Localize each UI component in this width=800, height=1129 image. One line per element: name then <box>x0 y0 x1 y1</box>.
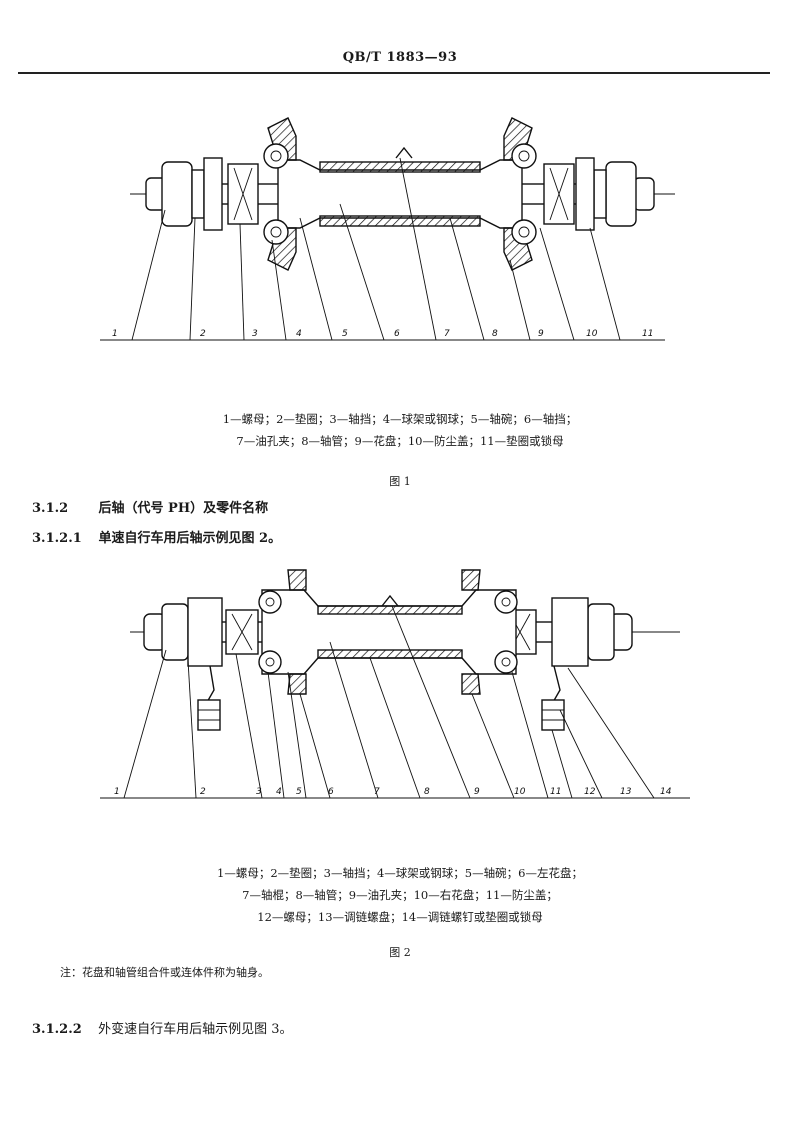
callout-10: 10 <box>586 329 598 339</box>
legend-line: 7—油孔夹；8—轴管；9—花盘；10—防尘盖；11—垫圈或锁母 <box>236 434 564 448</box>
callout-10: 10 <box>514 787 526 797</box>
figure-1-drawing: 1 2 3 4 5 6 7 8 9 10 11 <box>0 100 800 360</box>
callout-11: 11 <box>550 787 561 797</box>
hub-tube-bottom <box>317 649 463 659</box>
legend-line: 7—轴棍；8—轴管；9—油孔夹；10—右花盘；11—防尘盖； <box>242 888 558 902</box>
oil-hole-clip <box>381 594 399 607</box>
right-nut <box>605 161 637 227</box>
callout-7: 7 <box>444 329 450 339</box>
callout-13: 13 <box>620 787 632 797</box>
callout-9: 9 <box>474 787 480 797</box>
figure-2-legend: 1—螺母；2—垫圈；3—轴挡；4—球架或钢球；5—轴碗；6—左花盘； 7—轴棍；… <box>0 862 800 928</box>
right-flange-bottom <box>461 673 481 695</box>
figure-1-legend: 1—螺母；2—垫圈；3—轴挡；4—球架或钢球；5—轴碗；6—轴挡； 7—油孔夹；… <box>0 408 800 452</box>
left-chain-adjuster-screw <box>197 699 221 731</box>
section-title: 后轴（代号 PH）及零件名称 <box>98 501 269 516</box>
section-title: 外变速自行车用后轴示例见图 3。 <box>98 1022 293 1037</box>
oil-hole-clip <box>395 146 413 159</box>
section-number: 3.1.2.2 <box>32 1022 82 1037</box>
callout-3: 3 <box>252 329 258 339</box>
figure-2-note: 注：花盘和轴管组合件或连体件称为轴身。 <box>60 966 269 979</box>
section-number: 3.1.2.1 <box>32 531 82 546</box>
callout-8: 8 <box>492 329 498 339</box>
section-number: 3.1.2 <box>32 501 69 516</box>
figure-2-callouts: 1 2 3 4 5 6 7 8 9 10 11 12 13 14 <box>114 787 672 797</box>
section-title: 单速自行车用后轴示例见图 2。 <box>98 531 282 546</box>
section-3-1-2-1-heading: 3.1.2.1 单速自行车用后轴示例见图 2。 <box>32 527 281 546</box>
left-washer <box>191 169 205 219</box>
callout-5: 5 <box>296 787 302 797</box>
callout-9: 9 <box>538 329 544 339</box>
right-nut <box>587 603 615 661</box>
callout-11: 11 <box>642 329 653 339</box>
hub-tube-bottom <box>319 215 481 227</box>
figure-1-callouts: 1 2 3 4 5 6 7 8 9 10 11 <box>112 329 653 339</box>
legend-line: 1—螺母；2—垫圈；3—轴挡；4—球架或钢球；5—轴碗；6—左花盘； <box>217 866 583 880</box>
left-flange-top <box>287 569 307 591</box>
figure-2-drawing: 1 2 3 4 5 6 7 8 9 10 11 12 13 14 <box>0 560 800 820</box>
callout-6: 6 <box>328 787 334 797</box>
right-adjuster <box>551 597 589 667</box>
rear-axle-drawing: 1 2 3 4 5 6 7 8 9 10 11 12 13 14 <box>100 569 690 799</box>
callout-7: 7 <box>374 787 380 797</box>
hub-tube-top <box>317 605 463 615</box>
right-flange-top <box>461 569 481 591</box>
right-nut-cap <box>633 177 655 211</box>
hub-shell <box>261 589 517 675</box>
legend-line: 1—螺母；2—垫圈；3—轴挡；4—球架或钢球；5—轴碗；6—轴挡； <box>222 412 578 426</box>
header-rule <box>18 72 770 74</box>
callout-1: 1 <box>112 329 118 339</box>
section-3-1-2-heading: 3.1.2 后轴（代号 PH）及零件名称 <box>32 497 268 516</box>
front-axle-drawing: 1 2 3 4 5 6 7 8 9 10 11 <box>100 117 675 341</box>
section-3-1-2-2-heading: 3.1.2.2 外变速自行车用后轴示例见图 3。 <box>32 1018 293 1037</box>
callout-6: 6 <box>394 329 400 339</box>
callout-5: 5 <box>342 329 348 339</box>
callout-2: 2 <box>200 787 206 797</box>
callout-2: 2 <box>200 329 206 339</box>
figure-1-caption: 图 1 <box>389 475 411 488</box>
callout-1: 1 <box>114 787 120 797</box>
hub-tube-top <box>319 161 481 173</box>
callout-14: 14 <box>660 787 672 797</box>
callout-8: 8 <box>424 787 430 797</box>
left-nut <box>161 161 193 227</box>
callout-12: 12 <box>584 787 596 797</box>
legend-line: 12—螺母；13—调链螺盘；14—调链螺钉或垫圈或锁母 <box>257 910 543 924</box>
callout-4: 4 <box>296 329 302 339</box>
left-adjuster <box>187 597 223 667</box>
page-header: QB/T 1883—93 <box>342 50 458 65</box>
right-chain-adjuster-screw <box>541 699 565 731</box>
callout-4: 4 <box>276 787 282 797</box>
callout-3: 3 <box>256 787 262 797</box>
figure-2-caption: 图 2 <box>389 946 411 959</box>
